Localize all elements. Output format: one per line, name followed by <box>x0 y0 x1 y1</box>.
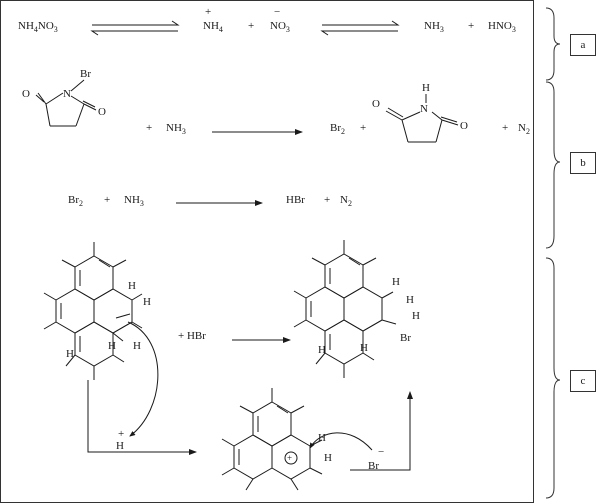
nbs-oxygen-atom: O <box>22 88 30 100</box>
succinimide-nitrogen-atom: N <box>420 103 428 115</box>
plus-sign: + <box>468 20 475 32</box>
plus-sign: + <box>104 194 111 206</box>
nbs-bromine-atom: Br <box>80 68 91 80</box>
label-box-a: a <box>570 34 596 56</box>
succinimide-oxygen-atom: O <box>460 120 468 132</box>
curved-arrow-protonation <box>127 321 159 437</box>
ammonium-ion-label: NH4 <box>203 20 223 34</box>
cation-hydrogen-label: H <box>318 432 326 444</box>
plus-hbr-label: + HBr <box>178 330 206 342</box>
plus-sign: + <box>502 122 509 134</box>
brace-a <box>545 7 561 81</box>
plus-sign: + <box>146 122 153 134</box>
equilibrium-arrow-1 <box>90 20 180 36</box>
reactant-hydrogen-label: H <box>128 280 136 292</box>
proton-label: H <box>116 440 124 452</box>
pathway-arrow-up <box>350 391 413 471</box>
product-hydrogen-label: H <box>360 342 368 354</box>
bromine-label: Br2 <box>330 122 345 136</box>
pyrene-reactant-structure <box>43 242 143 380</box>
reactant-hydrogen-label: H <box>143 296 151 308</box>
nitrogen-gas-label: N2 <box>518 122 530 136</box>
succinimide-oxygen-atom: O <box>372 98 380 110</box>
product-hydrogen-label: H <box>318 344 326 356</box>
pathway-arrow-down <box>87 380 197 455</box>
nitrogen-gas-label: N2 <box>340 194 352 208</box>
nitric-acid-label: HNO3 <box>488 20 516 34</box>
bromine-label: Br2 <box>68 194 83 208</box>
equilibrium-arrow-2 <box>320 20 400 36</box>
product-hydrogen-label: H <box>392 276 400 288</box>
carbocation-charge: + <box>287 453 293 463</box>
hydrogen-bromide-label: HBr <box>286 194 305 206</box>
brace-b <box>545 81 561 249</box>
plus-sign: + <box>324 194 331 206</box>
ammonia-label: NH3 <box>166 122 186 136</box>
product-hydrogen-label: H <box>412 310 420 322</box>
ammonium-charge: + <box>205 6 212 18</box>
plus-sign: + <box>360 122 367 134</box>
succinimide-structure <box>385 94 459 143</box>
product-bromine-label: Br <box>400 332 411 344</box>
plus-sign: + <box>248 20 255 32</box>
nitrate-charge: − <box>274 6 281 18</box>
nbs-oxygen-atom: O <box>98 106 106 118</box>
nbs-nitrogen-atom: N <box>63 88 71 100</box>
succinimide-hydrogen-atom: H <box>422 82 430 94</box>
reactant-hydrogen-label: H <box>66 348 74 360</box>
ammonia-label: NH3 <box>424 20 444 34</box>
bromide-ion-label: Br <box>368 460 379 472</box>
carbocation-intermediate-structure <box>221 388 323 491</box>
nitrate-ion-label: NO3 <box>270 20 290 34</box>
bromide-charge: − <box>378 446 385 458</box>
cation-hydrogen-label: H <box>324 452 332 464</box>
nbs-structure <box>35 79 97 127</box>
label-box-b: b <box>570 152 596 174</box>
scheme-frame <box>0 0 534 503</box>
reactant-hydrogen-label: H <box>108 340 116 352</box>
ammonium-nitrate-label: NH4NO3 <box>18 20 58 34</box>
product-hydrogen-label: H <box>406 294 414 306</box>
ammonia-label: NH3 <box>124 194 144 208</box>
proton-charge: + <box>118 428 125 440</box>
label-box-c: c <box>570 370 596 392</box>
brace-c <box>545 257 561 499</box>
pyrene-product-structure <box>293 240 397 378</box>
curved-arrow-bromide <box>309 432 373 451</box>
reactant-hydrogen-label: H <box>133 340 141 352</box>
